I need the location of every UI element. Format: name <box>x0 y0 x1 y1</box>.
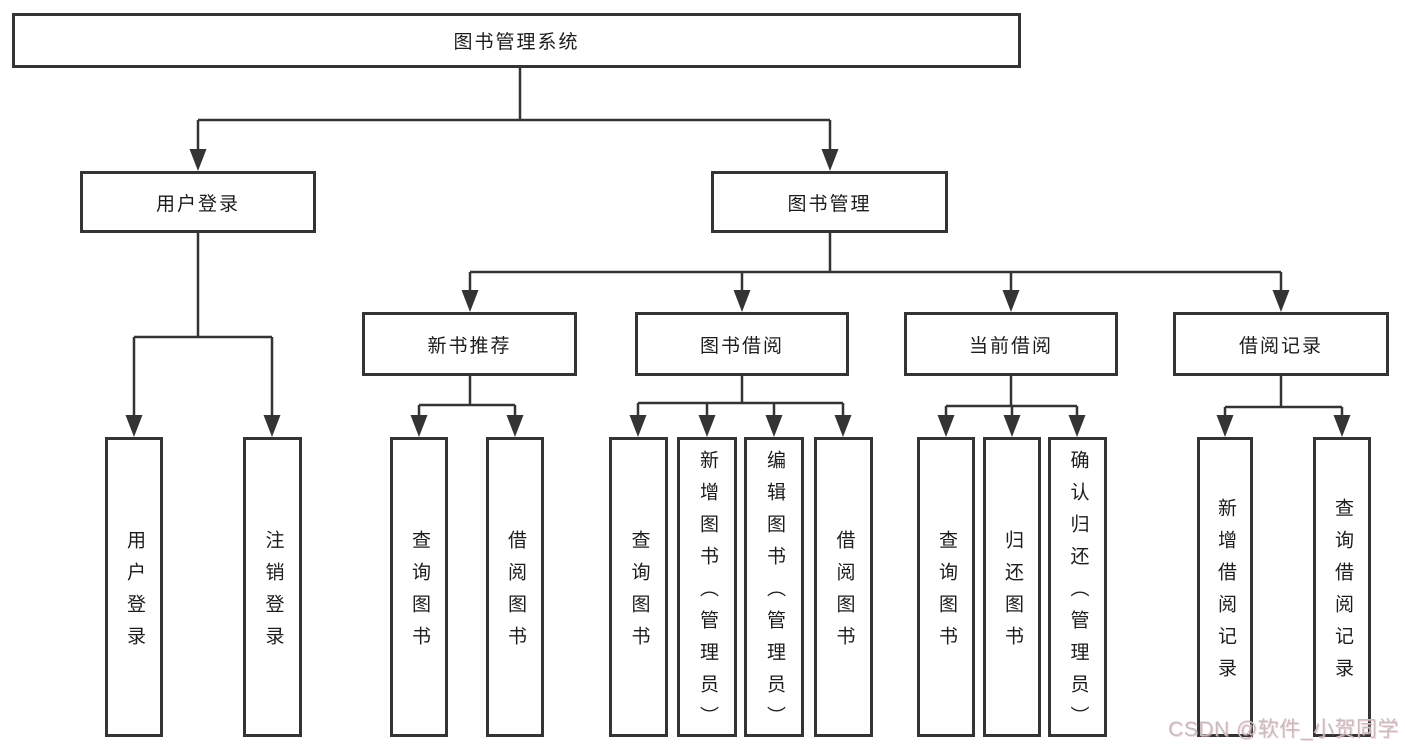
arrow-down-icon <box>821 149 839 171</box>
connector-paths <box>132 68 1344 418</box>
leaf-logout: 注销登录 <box>243 437 302 737</box>
arrow-down-icon <box>834 415 852 437</box>
node-label: 查询借阅记录 <box>1331 497 1353 690</box>
leaf-borrow-books-recommend: 借阅图书 <box>486 437 544 737</box>
arrow-down-icon <box>1333 415 1351 437</box>
leaf-query-books-current: 查询图书 <box>917 437 975 737</box>
node-label: 借阅图书 <box>833 529 855 658</box>
arrow-down-icon <box>506 415 524 437</box>
arrow-down-icon <box>1272 290 1290 312</box>
node-label: 查询图书 <box>408 529 430 658</box>
node-label: 新增借阅记录 <box>1214 497 1236 690</box>
node-label: 当前借阅 <box>968 335 1053 357</box>
node-label: 查询图书 <box>628 529 650 658</box>
node-label: 注销登录 <box>262 529 284 658</box>
node-label: 图书借阅 <box>699 335 784 357</box>
connector-current-borrowing-branch <box>944 376 1079 418</box>
node-book-management: 图书管理 <box>711 171 948 233</box>
node-new-book-recommend: 新书推荐 <box>362 312 577 376</box>
csdn-watermark: CSDN @软件_小贺同学 <box>1168 718 1399 741</box>
node-label: 编辑图书（管理员） <box>763 449 785 738</box>
connector-root-to-level2 <box>196 68 832 152</box>
node-root-system: 图书管理系统 <box>12 13 1021 68</box>
node-label: 用户登录 <box>155 193 240 215</box>
arrowhead-icons <box>125 149 1351 437</box>
node-label: 图书管理系统 <box>453 32 580 53</box>
arrow-down-icon <box>733 290 751 312</box>
connector-book-borrowing-branch <box>636 376 845 418</box>
arrow-down-icon <box>189 149 207 171</box>
node-current-borrowing: 当前借阅 <box>904 312 1118 376</box>
connector-user-login-branch <box>132 233 274 418</box>
node-label: 新增图书（管理员） <box>696 449 718 738</box>
node-label: 归还图书 <box>1001 529 1023 658</box>
node-label: 确认归还（管理员） <box>1067 449 1089 738</box>
connector-book-management-branch <box>468 233 1283 293</box>
node-book-borrowing: 图书借阅 <box>635 312 849 376</box>
leaf-query-books-recommend: 查询图书 <box>390 437 448 737</box>
arrow-down-icon <box>1216 415 1234 437</box>
arrow-down-icon <box>125 415 143 437</box>
arrow-down-icon <box>765 415 783 437</box>
leaf-add-books-admin: 新增图书（管理员） <box>677 437 737 738</box>
arrow-down-icon <box>1002 290 1020 312</box>
connector-new-book-branch <box>417 376 517 418</box>
arrow-down-icon <box>461 290 479 312</box>
leaf-return-books: 归还图书 <box>983 437 1041 737</box>
node-label: 图书管理 <box>787 193 872 215</box>
arrow-down-icon <box>629 415 647 437</box>
arrow-down-icon <box>410 415 428 437</box>
node-label: 新书推荐 <box>427 335 512 357</box>
node-label: 查询图书 <box>935 529 957 658</box>
node-label: 借阅记录 <box>1238 335 1323 357</box>
node-borrowing-records: 借阅记录 <box>1173 312 1389 376</box>
leaf-add-borrow-record: 新增借阅记录 <box>1197 437 1253 737</box>
arrow-down-icon <box>1003 415 1021 437</box>
leaf-edit-books-admin: 编辑图书（管理员） <box>744 437 804 738</box>
arrow-down-icon <box>937 415 955 437</box>
node-label: 用户登录 <box>123 529 145 658</box>
leaf-query-borrow-record: 查询借阅记录 <box>1313 437 1371 737</box>
leaf-query-books-borrowing: 查询图书 <box>609 437 668 737</box>
connector-borrowing-records-branch <box>1223 376 1344 418</box>
node-label: 借阅图书 <box>504 529 526 658</box>
arrow-down-icon <box>698 415 716 437</box>
leaf-confirm-return-admin: 确认归还（管理员） <box>1048 437 1107 738</box>
leaf-borrow-books-borrowing: 借阅图书 <box>814 437 873 737</box>
arrow-down-icon <box>1068 415 1086 437</box>
arrow-down-icon <box>263 415 281 437</box>
node-user-login: 用户登录 <box>80 171 316 233</box>
leaf-user-login: 用户登录 <box>105 437 163 737</box>
